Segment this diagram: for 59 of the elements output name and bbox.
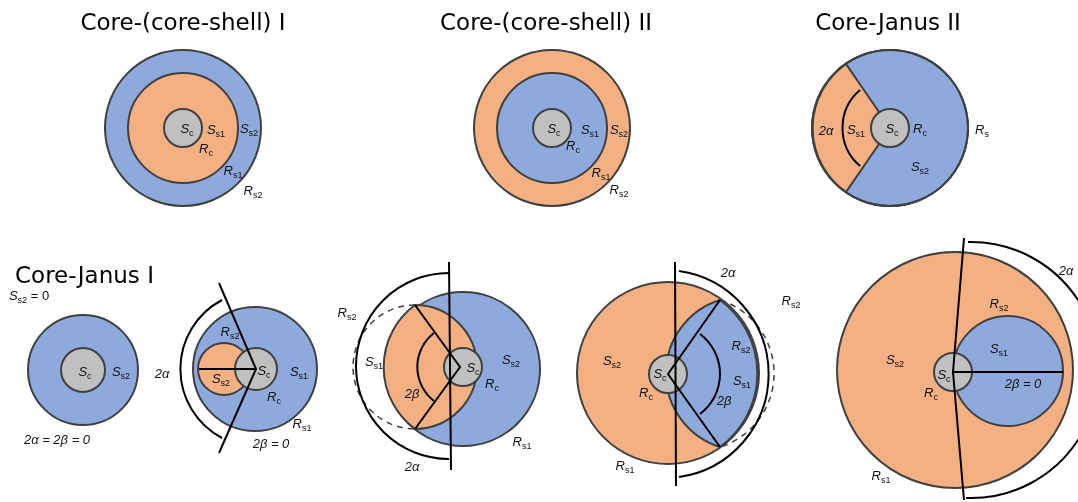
symbol-label: S$_{s1}$ bbox=[289, 365, 309, 381]
symbol-label: R$_{s2}$ bbox=[243, 184, 263, 200]
symbol-label: S$_{s2}$ bbox=[910, 160, 930, 176]
symbol-label: S$_{c}$ bbox=[937, 368, 951, 384]
symbol-label: S$_{c}$ bbox=[257, 364, 271, 380]
symbol-label: S$_{s2}$ = 0 bbox=[8, 289, 50, 305]
angle-label: 2β bbox=[716, 393, 732, 407]
symbol-label: R$_{s1}$ bbox=[615, 459, 635, 475]
symbol-label: S$_{c}$ bbox=[547, 122, 561, 138]
angle-label: 2α bbox=[818, 123, 834, 137]
symbol-label: S$_{c}$ bbox=[653, 367, 667, 383]
angle-label: 2α bbox=[154, 366, 170, 380]
diagram-heading: Core-(core-shell) I bbox=[80, 10, 286, 34]
diagram-heading: Core-(core-shell) II bbox=[440, 10, 652, 34]
symbol-label: S$_{s2}$ bbox=[111, 365, 131, 381]
diagram-heading: Core-Janus II bbox=[815, 10, 961, 34]
symbol-label: R$_{c}$ bbox=[924, 386, 938, 402]
symbol-label: S$_{c}$ bbox=[78, 365, 92, 381]
symbol-label: R$_{c}$ bbox=[199, 142, 213, 158]
symbol-label: R$_{s1}$ bbox=[292, 417, 312, 433]
symbol-label: S$_{c}$ bbox=[180, 122, 194, 138]
symbol-label: R$_{c}$ bbox=[485, 377, 499, 393]
symbol-label: S$_{s2}$ bbox=[501, 353, 521, 369]
symbol-label: S$_{s2}$ bbox=[211, 372, 231, 388]
angle-label: 2α bbox=[720, 265, 736, 279]
angle-label: 2β = 0 bbox=[1004, 376, 1042, 390]
symbol-label: S$_{c}$ bbox=[466, 361, 480, 377]
angle-label: 2β bbox=[404, 386, 420, 400]
symbol-label: S$_{s2}$ bbox=[239, 122, 259, 138]
angle-label: 2α bbox=[404, 459, 420, 473]
symbol-label: R$_{s}$ bbox=[975, 123, 989, 139]
symbol-label: S$_{s1}$ bbox=[989, 342, 1009, 358]
symbol-label: R$_{c}$ bbox=[566, 139, 580, 155]
symbol-label: S$_{s2}$ bbox=[609, 123, 629, 139]
symbol-label: S$_{s1}$ bbox=[580, 123, 600, 139]
angle-label: 2β = 0 bbox=[252, 436, 290, 450]
symbol-label: R$_{s2}$ bbox=[337, 306, 357, 322]
angle-label: 2α = 2β = 0 bbox=[23, 432, 91, 446]
symbol-label: S$_{s1}$ bbox=[846, 123, 866, 139]
symbol-label: R$_{s2}$ bbox=[989, 297, 1009, 313]
symbol-label: R$_{c}$ bbox=[913, 122, 927, 138]
symbol-label: S$_{s1}$ bbox=[364, 355, 384, 371]
symbol-label: R$_{c}$ bbox=[639, 386, 653, 402]
symbol-label: R$_{s2}$ bbox=[220, 325, 240, 341]
symbol-label: R$_{s1}$ bbox=[223, 164, 243, 180]
symbol-label: R$_{s2}$ bbox=[781, 294, 801, 310]
symbol-label: S$_{s1}$ bbox=[732, 374, 752, 390]
symbol-label: S$_{s2}$ bbox=[885, 353, 905, 369]
symbol-label: R$_{c}$ bbox=[267, 390, 281, 406]
angle-label: 2α bbox=[1058, 263, 1074, 277]
symbol-label: S$_{s2}$ bbox=[602, 354, 622, 370]
symbol-label: S$_{s1}$ bbox=[206, 123, 226, 139]
symbol-label: S$_{c}$ bbox=[885, 122, 899, 138]
symbol-label: R$_{s1}$ bbox=[512, 435, 532, 451]
diagram-heading: Core-Janus I bbox=[15, 263, 154, 287]
symbol-label: R$_{s1}$ bbox=[591, 166, 611, 182]
symbol-label: R$_{s2}$ bbox=[609, 183, 629, 199]
symbol-label: R$_{s2}$ bbox=[731, 339, 751, 355]
symbol-label: R$_{s1}$ bbox=[871, 469, 891, 485]
